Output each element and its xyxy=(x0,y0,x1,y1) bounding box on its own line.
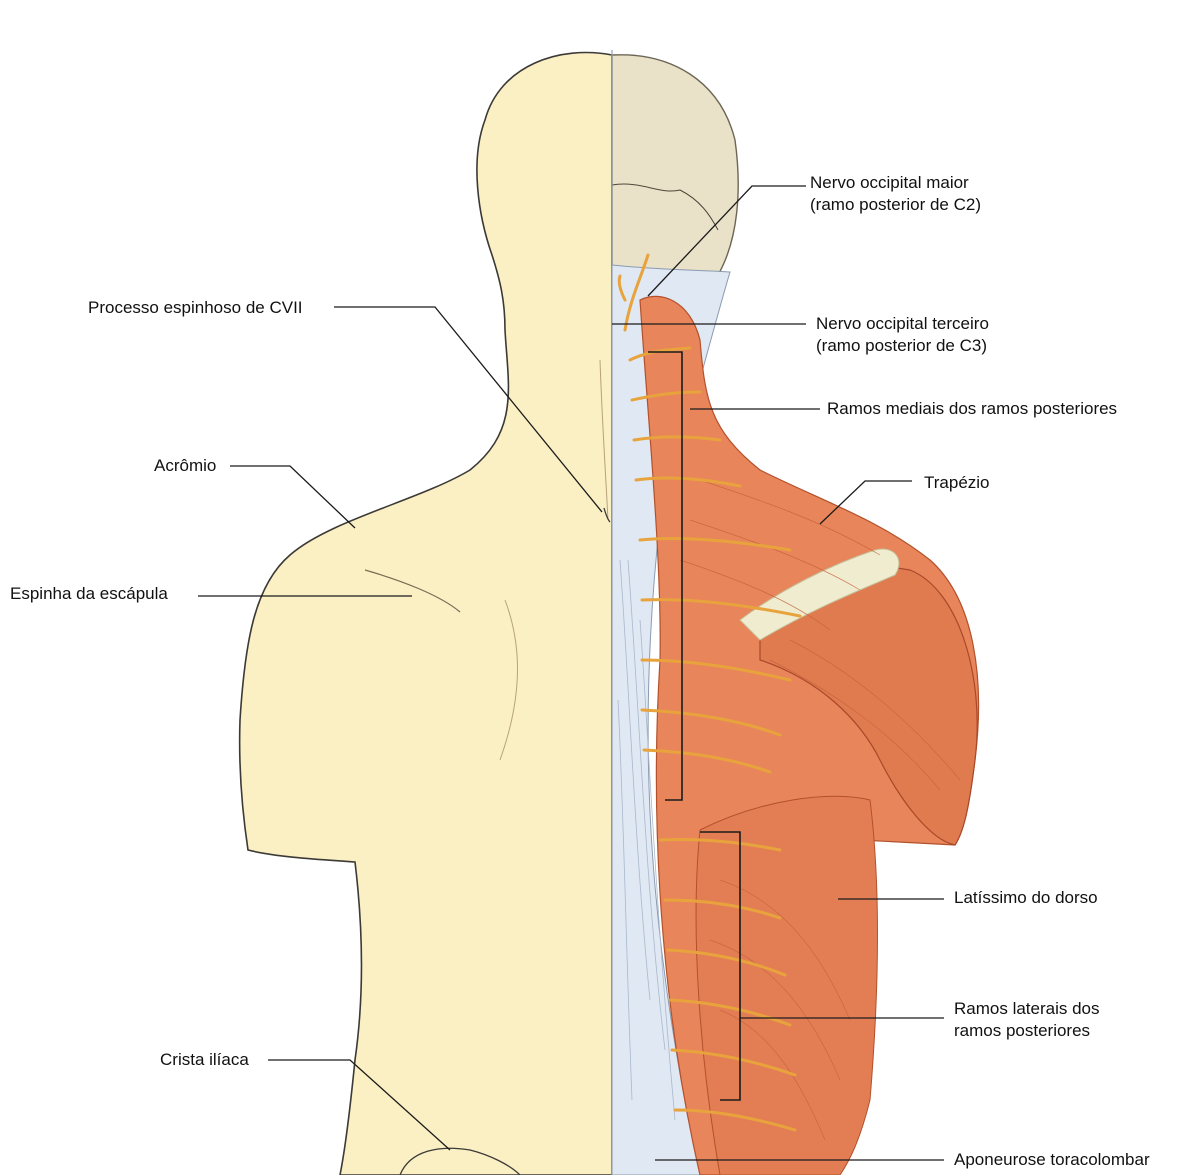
label-trapezio: Trapézio xyxy=(924,473,990,492)
label-processo-espinhoso: Processo espinhoso de CVII xyxy=(88,298,303,317)
skull xyxy=(611,54,739,276)
label-nervo-occipital-terceiro: Nervo occipital terceiro (ramo posterior… xyxy=(816,313,989,357)
label-espinha-escapula: Espinha da escápula xyxy=(10,584,168,603)
label-crista-iliaca: Crista ilíaca xyxy=(160,1050,249,1069)
label-line: ramos posteriores xyxy=(954,1021,1091,1040)
label-line: Nervo occipital maior xyxy=(810,173,969,192)
posterior-ramus-nerves xyxy=(617,253,802,1132)
iliac-crest-line xyxy=(399,1147,521,1175)
vertebral-groove-line xyxy=(599,359,609,521)
bracket-lines xyxy=(648,351,741,1101)
label-line: (ramo posterior de C2) xyxy=(810,195,982,214)
scapular-spine xyxy=(739,548,900,641)
lambdoid-suture xyxy=(611,183,719,231)
leader-lines xyxy=(198,185,944,1161)
label-ramos-mediais: Ramos mediais dos ramos posteriores xyxy=(827,399,1118,418)
scapula-contour-line xyxy=(364,569,461,613)
latissimus-muscle xyxy=(695,795,878,1175)
label-acromio: Acrômio xyxy=(154,456,217,475)
label-ramos-laterais: Ramos laterais dos ramos posteriores xyxy=(954,998,1100,1042)
label-latissimo-dorso: Latíssimo do dorso xyxy=(954,888,1098,907)
muscle-striations xyxy=(679,479,961,1141)
scapula-border-line xyxy=(499,599,518,761)
fascia-fibers xyxy=(617,559,676,1121)
spinous-process-mark xyxy=(603,507,611,523)
label-aponeurose-toracolombar: Aponeurose toracolombar xyxy=(954,1150,1150,1169)
label-line: (ramo posterior de C3) xyxy=(816,336,988,355)
label-line: Ramos laterais dos xyxy=(954,999,1100,1018)
label-nervo-occipital-maior: Nervo occipital maior (ramo posterior de… xyxy=(810,172,981,216)
label-line: Nervo occipital terceiro xyxy=(816,314,989,333)
skin-left-half xyxy=(238,51,613,1175)
